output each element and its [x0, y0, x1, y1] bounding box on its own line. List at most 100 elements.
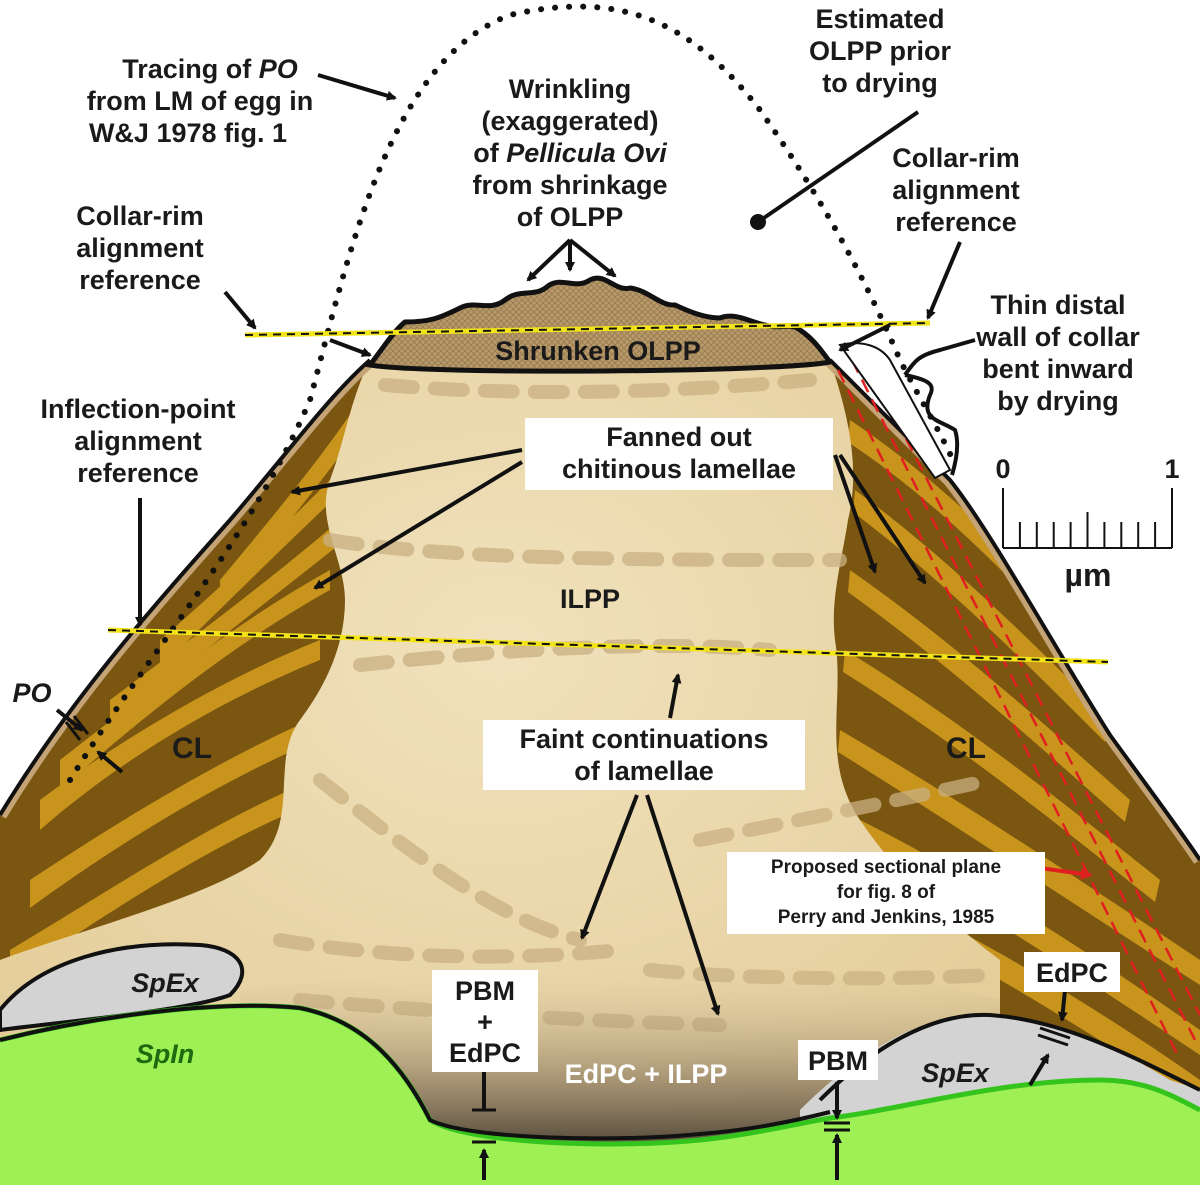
svg-text:Collar-rim: Collar-rim [76, 201, 204, 231]
lamella-stripes-left [10, 400, 362, 978]
label-shrunken-olpp: Shrunken OLPP [495, 336, 701, 366]
svg-text:Proposed sectional plane: Proposed sectional plane [771, 857, 1001, 878]
svg-text:from LM of egg in: from LM of egg in [87, 86, 313, 116]
svg-text:by drying: by drying [997, 386, 1119, 416]
svg-text:EdPC: EdPC [1036, 958, 1108, 988]
label-spex-left: SpEx [131, 968, 200, 998]
arrow-collar-right-2 [838, 323, 891, 352]
arrow-edpc-down [1057, 989, 1068, 1022]
scale-bar: 0 1 µm [995, 454, 1179, 593]
label-collar-right: Collar-rim alignment reference [892, 143, 1020, 237]
svg-text:Inflection-point: Inflection-point [41, 394, 236, 424]
arrow-collar-right [926, 241, 962, 320]
label-proposed-box: Proposed sectional plane for fig. 8 of P… [727, 852, 1045, 934]
svg-text:bent inward: bent inward [982, 354, 1134, 384]
svg-text:alignment: alignment [76, 233, 204, 263]
label-pbm-edpc-box: PBM + EdPC [432, 970, 538, 1072]
svg-text:of OLPP: of OLPP [517, 202, 624, 232]
label-tracing: Tracing of PO from LM of egg in W&J 1978… [87, 54, 313, 148]
arrow-proposed [1039, 866, 1093, 880]
pbm-edpc-box-bg [432, 970, 538, 1072]
svg-text:Tracing of PO: Tracing of PO [122, 54, 298, 84]
svg-text:alignment: alignment [74, 426, 202, 456]
arrow-po-in [55, 708, 84, 732]
collar-outline-left [0, 358, 372, 817]
arrow-collar-left [223, 290, 257, 330]
svg-text:Wrinkling: Wrinkling [509, 74, 632, 104]
label-spin: SpIn [136, 1039, 195, 1069]
edpc-boundary [299, 1006, 831, 1141]
svg-text:Faint continuations: Faint continuations [520, 724, 769, 754]
label-cl-left: CL [172, 732, 212, 765]
svg-text:reference: reference [77, 458, 199, 488]
arrow-faint-1 [580, 794, 639, 940]
shrunken-olpp-cap [365, 275, 835, 374]
arrow-tracing [317, 73, 397, 101]
boundary-ticks [64, 715, 1071, 1144]
label-estimated: Estimated OLPP prior to drying [809, 4, 952, 98]
arrow-wrinkle-3 [568, 238, 617, 278]
scale-min-label: 0 [995, 454, 1010, 484]
arrow-edpc-up [1028, 1053, 1050, 1087]
label-faint-box: Faint continuations of lamellae [483, 720, 805, 790]
spin-region [0, 1005, 1200, 1185]
label-cl-right: CL [946, 732, 986, 765]
svg-text:of lamellae: of lamellae [574, 756, 714, 786]
svg-text:Perry and Jenkins, 1985: Perry and Jenkins, 1985 [778, 907, 995, 928]
svg-text:+: + [477, 1007, 493, 1037]
arrow-faint-2 [645, 794, 721, 1016]
scale-ticks [1002, 488, 1173, 549]
thin-wall-brace [904, 373, 960, 476]
sectional-plane-lines [836, 359, 1200, 1061]
arrow-faint-up [668, 673, 682, 719]
svg-text:alignment: alignment [892, 175, 1020, 205]
pbm-box-bg [798, 1040, 878, 1080]
proposed-box-bg [727, 852, 1045, 934]
faint-box-bg [483, 720, 805, 790]
label-collar-left: Collar-rim alignment reference [76, 201, 204, 295]
line-estimated [756, 110, 920, 224]
svg-text:PBM: PBM [455, 976, 515, 1006]
label-pbm-box: PBM [798, 1040, 878, 1080]
svg-text:Thin distal: Thin distal [991, 290, 1126, 320]
svg-text:for fig. 8 of: for fig. 8 of [837, 882, 936, 903]
scale-unit-label: µm [1065, 557, 1112, 593]
alignment-lines-dashes [107, 322, 1109, 663]
arrow-fanned-4 [838, 453, 927, 585]
svg-text:from shrinkage: from shrinkage [472, 170, 667, 200]
label-po: PO [12, 678, 51, 708]
svg-text:Estimated: Estimated [815, 4, 944, 34]
svg-text:Fanned out: Fanned out [606, 422, 751, 452]
label-fanned-box: Fanned out chitinous lamellae [525, 418, 833, 490]
arrow-fanned-3 [833, 454, 878, 574]
label-edpc-box: EdPC [1024, 952, 1120, 992]
svg-text:EdPC: EdPC [449, 1038, 521, 1068]
svg-text:OLPP prior: OLPP prior [809, 36, 952, 66]
arrow-fanned-2 [313, 460, 524, 590]
thin-wall-leader [903, 338, 976, 377]
label-wrinkling: Wrinkling (exaggerated) of Pellicula Ovi… [472, 74, 667, 232]
svg-text:PBM: PBM [808, 1046, 868, 1076]
label-ilpp: ILPP [560, 584, 620, 614]
svg-text:of Pellicula Ovi: of Pellicula Ovi [473, 138, 667, 168]
fanned-box-bg [525, 418, 833, 490]
spex-left-base [0, 1003, 301, 1042]
svg-text:reference: reference [895, 207, 1017, 237]
svg-text:(exaggerated): (exaggerated) [481, 106, 658, 136]
svg-text:chitinous lamellae: chitinous lamellae [562, 454, 796, 484]
arrow-fanned-1 [290, 448, 523, 496]
label-inflection: Inflection-point alignment reference [41, 394, 236, 488]
scale-max-label: 1 [1164, 454, 1179, 484]
svg-text:Collar-rim: Collar-rim [892, 143, 1020, 173]
svg-text:to drying: to drying [822, 68, 938, 98]
svg-text:W&J 1978 fig. 1: W&J 1978 fig. 1 [89, 118, 287, 148]
arrow-po-out [96, 750, 124, 774]
label-thin-wall: Thin distal wall of collar bent inward b… [975, 290, 1140, 416]
svg-text:reference: reference [79, 265, 201, 295]
annotation-arrows [55, 73, 1068, 1180]
edpc-box-bg [1024, 952, 1120, 992]
estimated-dot [750, 214, 766, 230]
label-edpc-ilpp: EdPC + ILPP [565, 1059, 728, 1089]
